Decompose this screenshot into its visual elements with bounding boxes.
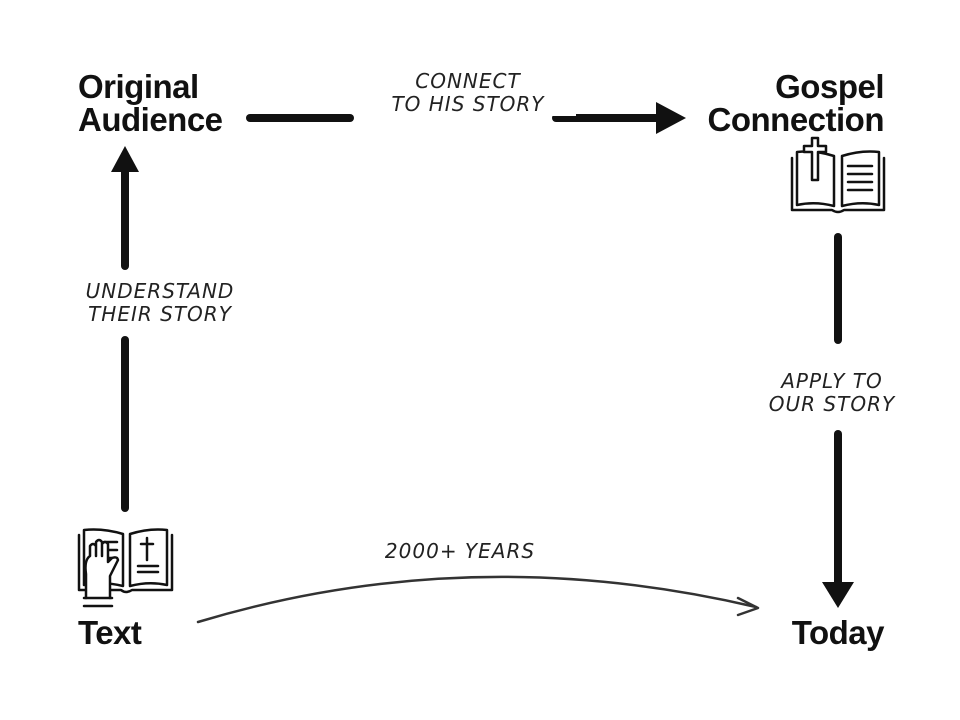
edge-label-connect: CONNECT TO HIS STORY [360,70,576,116]
arrow-apply [822,233,854,608]
edge-label-understand: UNDERSTAND THEIR STORY [70,280,250,326]
arrowhead [656,102,686,134]
open-bible-with-hand-icon [77,528,174,608]
node-original-audience: Original Audience [78,70,223,136]
arrowhead [822,582,854,608]
arrow-understand [111,146,139,512]
edge-label-line: APPLY TO [781,369,883,393]
edge-label-years: 2000+ YEARS [360,540,560,563]
edge-label-apply: APPLY TO OUR STORY [746,370,918,416]
open-bible-with-cross-icon [790,136,886,214]
edge-label-line: THEIR STORY [88,302,232,326]
arrowhead [111,146,139,172]
edge-label-line: OUR STORY [768,392,896,416]
edge-label-line: UNDERSTAND [85,279,235,303]
node-label-line: Original [78,68,199,105]
arrow-connect [246,102,686,134]
edge-label-line: CONNECT [415,69,521,93]
edge-label-line: TO HIS STORY [391,92,545,116]
node-label-line: Connection [707,101,885,138]
node-gospel-connection: Gospel Connection [707,68,885,138]
node-text: Text [78,614,142,651]
arrow-years [196,575,760,624]
node-label-line: Audience [78,101,223,138]
node-today: Today [791,614,885,651]
node-label-line: Gospel [775,68,884,105]
